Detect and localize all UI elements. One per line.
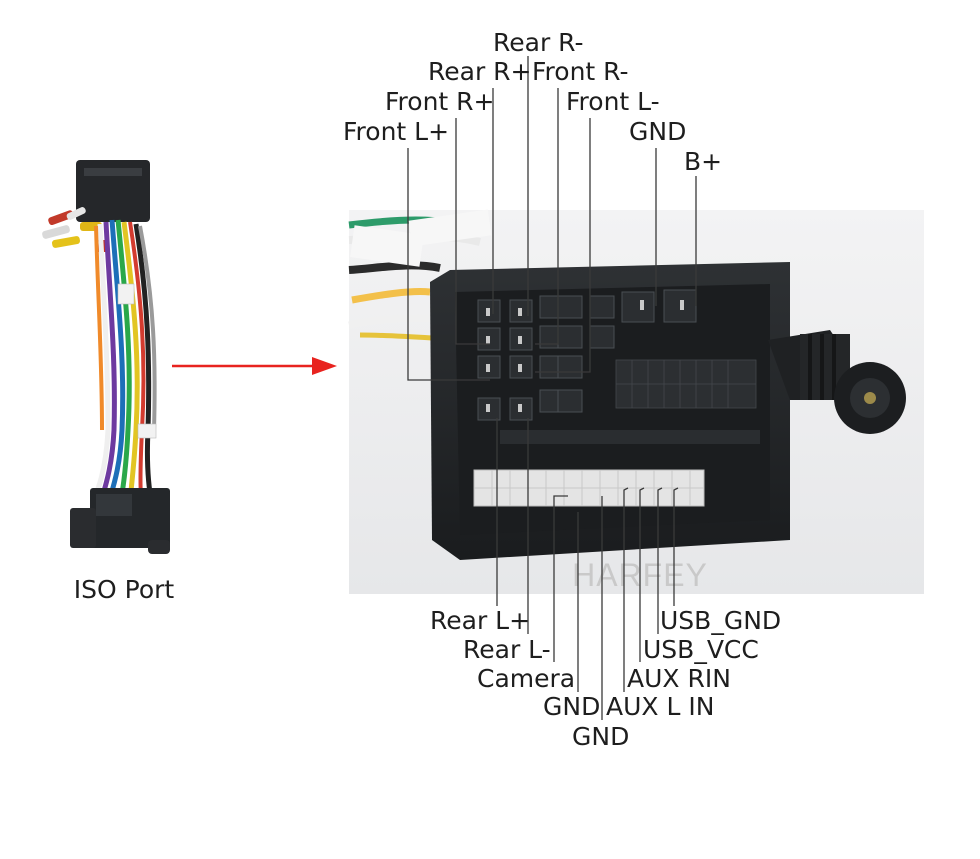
iso-port-caption: ISO Port [74, 575, 175, 604]
label-rear-l-minus: Rear L- [463, 635, 551, 664]
label-front-r-minus: Front R- [532, 57, 629, 86]
label-aux-l-in: AUX L IN [606, 692, 714, 721]
label-rear-l-plus: Rear L+ [430, 606, 530, 635]
connector-photo: HARFEY [348, 209, 924, 594]
label-front-r-plus: Front R+ [385, 87, 495, 116]
bottom-leader-lines [496, 418, 679, 720]
label-rear-r-plus: Rear R+ [428, 57, 532, 86]
top-leader-lines [407, 56, 697, 381]
label-aux-rin: AUX RIN [627, 664, 731, 693]
label-camera: Camera [477, 664, 575, 693]
iso-harness-illustration [42, 160, 170, 554]
label-usb-gnd: USB_GND [660, 606, 781, 635]
top-labels: Rear R- Rear R+ Front R- Front R+ Front … [343, 28, 722, 176]
label-front-l-plus: Front L+ [343, 117, 449, 146]
label-gnd-top: GND [629, 117, 686, 146]
label-gnd-1: GND [543, 692, 600, 721]
label-front-l-minus: Front L- [566, 87, 660, 116]
arrow-right-icon [172, 357, 337, 375]
label-gnd-2: GND [572, 722, 629, 751]
label-b-plus: B+ [684, 147, 722, 176]
label-rear-r-minus: Rear R- [493, 28, 584, 57]
label-usb-vcc: USB_VCC [643, 635, 759, 664]
bottom-labels: Rear L+ Rear L- Camera GND GND AUX L IN … [430, 606, 781, 751]
